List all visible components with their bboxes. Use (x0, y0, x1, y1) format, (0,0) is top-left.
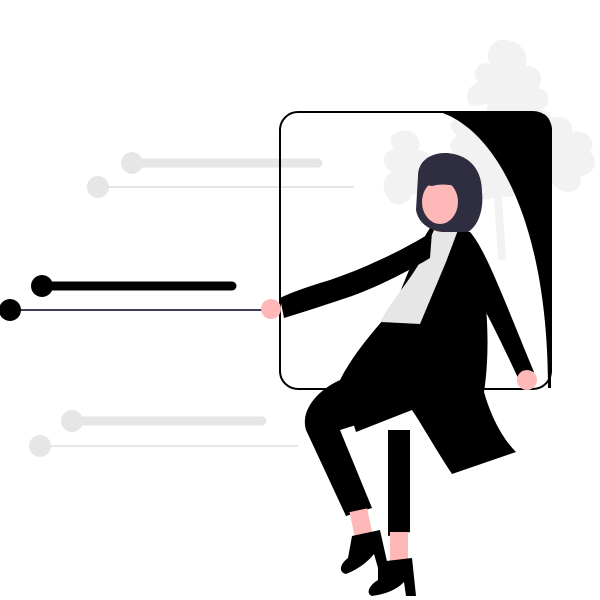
woman-ankle (390, 532, 408, 562)
slider-knob-icon[interactable] (31, 275, 53, 297)
woman-left-hand (261, 299, 281, 319)
slider-faded-top[interactable] (87, 152, 354, 198)
woman-back-leg (388, 430, 410, 536)
woman-face (422, 180, 458, 224)
slider-active[interactable] (0, 275, 272, 321)
frame-corner-fill (440, 112, 551, 388)
slider-knob-icon[interactable] (61, 410, 83, 432)
slider-knob-icon[interactable] (87, 176, 109, 198)
woman-left-arm (280, 232, 432, 318)
slider-knob-icon[interactable] (121, 152, 143, 174)
slider-faded-bottom[interactable] (29, 410, 298, 457)
woman-coat (340, 228, 516, 474)
woman-ankle (349, 508, 373, 538)
woman-shoe (340, 530, 388, 574)
woman-shirt (380, 230, 458, 324)
woman-right-hand (517, 370, 537, 390)
woman-shoe (368, 558, 416, 596)
slider-knob-icon[interactable] (0, 299, 21, 321)
slider-knob-icon[interactable] (29, 435, 51, 457)
woman-figure (261, 152, 537, 596)
woman-bangs (420, 163, 475, 196)
